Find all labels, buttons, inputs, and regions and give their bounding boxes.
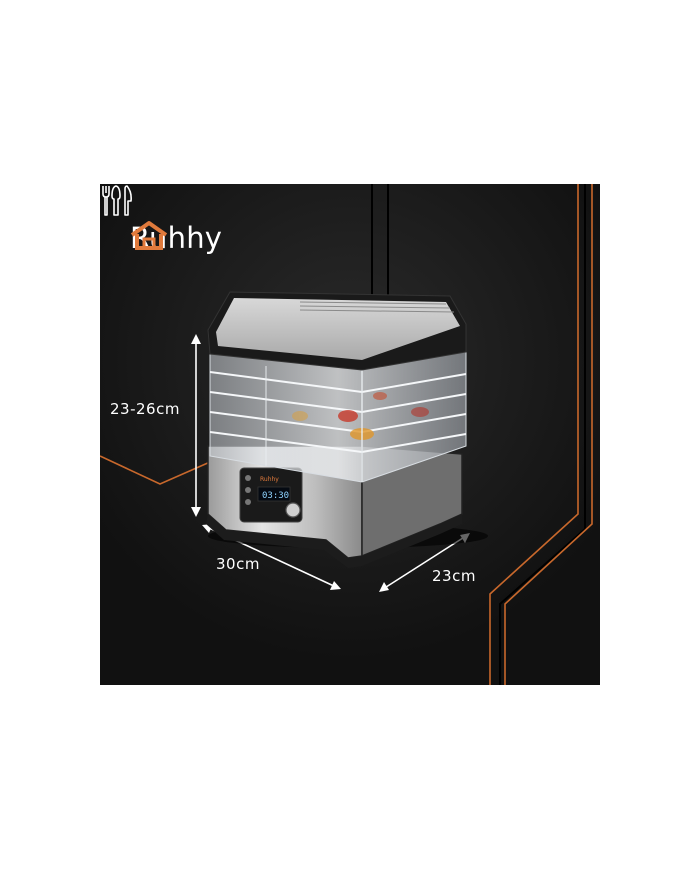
depth-label: 23cm [432,567,476,585]
panel-brand-label: Ruhhy [260,476,279,483]
background-lines [371,184,586,685]
brand-logo: Ruhhy [130,220,222,256]
fork-knife-icon [102,185,132,216]
display-readout: 03:30 [262,491,289,501]
width-label: 30cm [216,555,260,573]
trays [209,349,467,483]
house-icon [130,221,168,250]
knob [285,502,301,518]
product-image: 03:30 Ruhhy [100,184,600,685]
dehydrator: 03:30 Ruhhy [206,291,488,568]
height-label: 23-26cm [110,400,180,418]
accent-lines [100,184,593,685]
scene: 03:30 Ruhhy [100,184,600,685]
